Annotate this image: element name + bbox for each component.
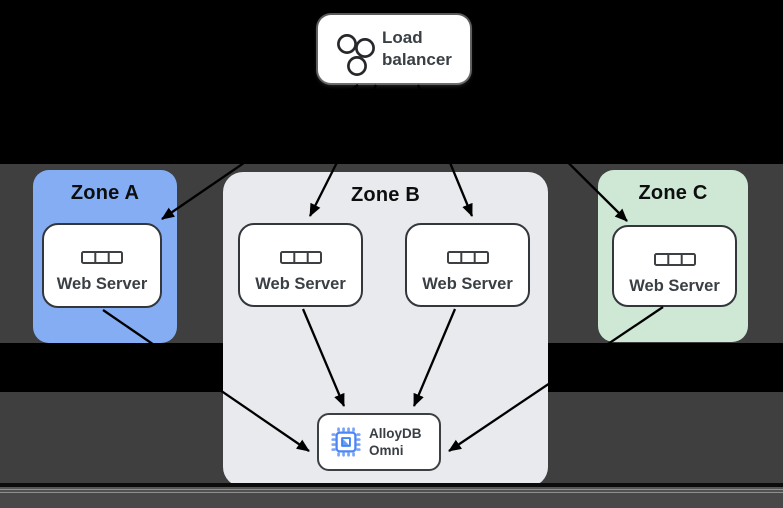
zone-b-web-server-1-node: Web Server bbox=[238, 223, 363, 307]
zone-c: Zone C Web Server bbox=[598, 170, 748, 342]
web-server-label: Web Server bbox=[255, 275, 346, 293]
zone-a: Zone A Web Server bbox=[33, 170, 177, 343]
bottom-edge-line bbox=[0, 490, 783, 492]
bottom-edge-line bbox=[0, 483, 783, 487]
web-server-label: Web Server bbox=[422, 275, 513, 293]
chip-icon bbox=[331, 427, 361, 457]
server-rack-icon bbox=[446, 251, 489, 264]
server-rack-icon bbox=[279, 251, 322, 264]
zone-a-web-server-node: Web Server bbox=[42, 223, 162, 308]
bottom-edge-highlight bbox=[0, 489, 783, 490]
bottom-edge-highlight bbox=[0, 492, 783, 493]
zone-b: Zone B Web Server Web Server bbox=[223, 172, 548, 487]
bottom-strip bbox=[0, 493, 783, 508]
zone-c-web-server-node: Web Server bbox=[612, 225, 737, 307]
web-server-label: Web Server bbox=[629, 277, 720, 295]
load-balancer-node: Load balancer bbox=[318, 15, 470, 83]
zone-c-title: Zone C bbox=[638, 182, 708, 204]
zone-a-title: Zone A bbox=[70, 182, 140, 204]
bottom-edge-line bbox=[0, 487, 783, 489]
alloydb-omni-label: AlloyDB Omni bbox=[369, 426, 422, 458]
load-balancer-label: Load balancer bbox=[382, 28, 452, 69]
server-rack-icon bbox=[653, 253, 696, 266]
load-balancer-circles-icon bbox=[337, 34, 375, 76]
zone-b-title: Zone B bbox=[351, 184, 420, 206]
zone-b-web-server-2-node: Web Server bbox=[405, 223, 530, 307]
web-server-label: Web Server bbox=[56, 275, 148, 293]
alloydb-omni-node: AlloyDB Omni bbox=[317, 413, 441, 471]
server-rack-icon bbox=[81, 251, 123, 264]
